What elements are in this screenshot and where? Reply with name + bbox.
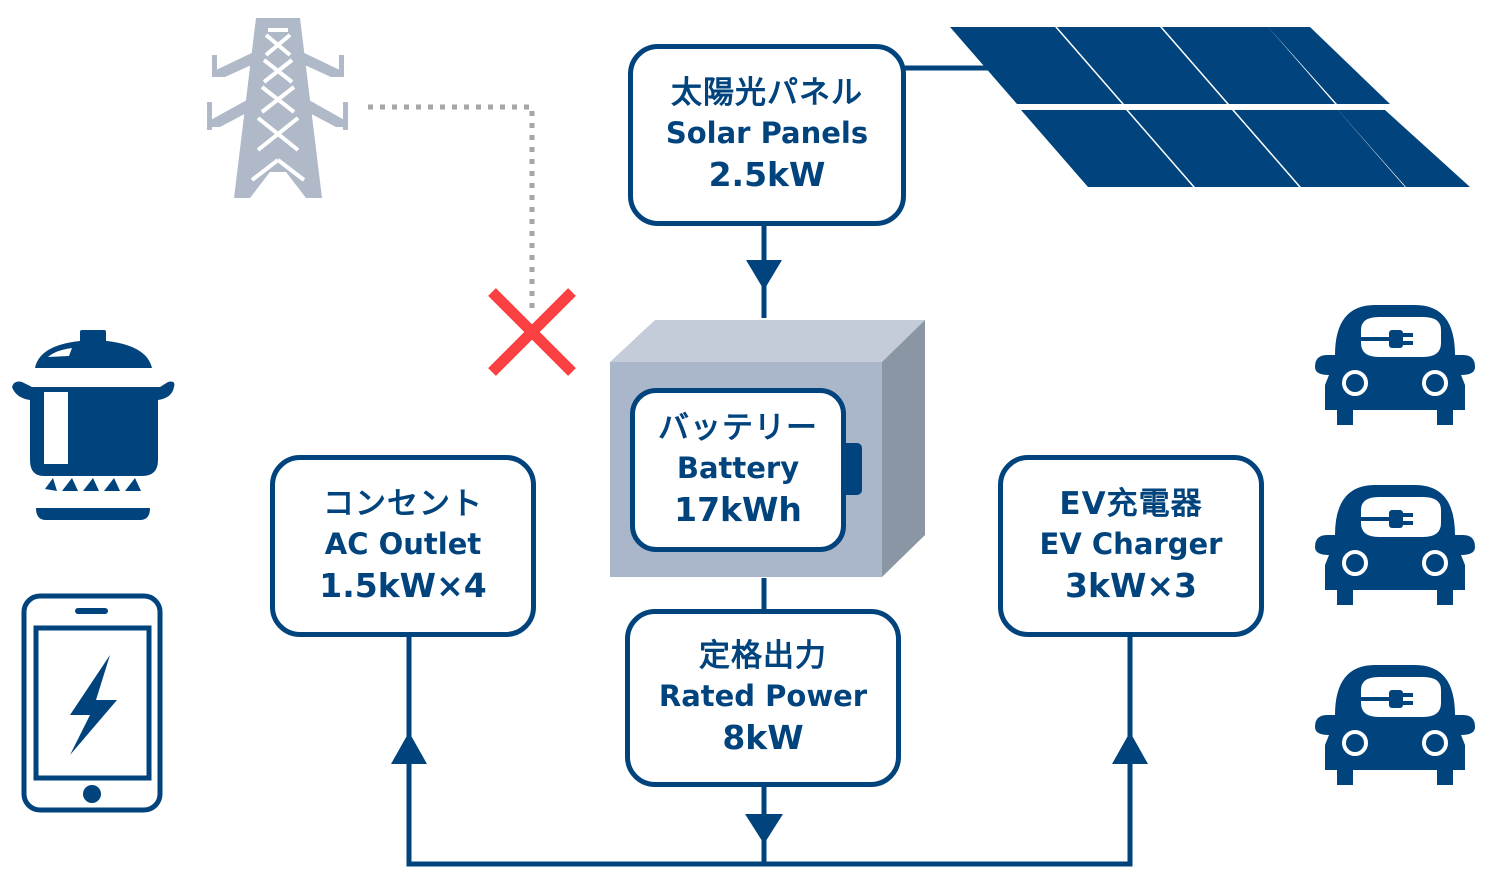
ac-outlet-value: 1.5kW×4: [319, 566, 487, 605]
solar-label-en: Solar Panels: [665, 116, 869, 150]
rated-power-value: 8kW: [722, 718, 804, 757]
ev-charger-value: 3kW×3: [1065, 566, 1197, 605]
rated-power-box: 定格出力 Rated Power 8kW: [625, 609, 901, 787]
smartphone-charging-icon: [21, 593, 163, 813]
ev-car-icon: [1313, 303, 1477, 427]
power-tower-icon: [207, 18, 348, 198]
ac-outlet-box: コンセント AC Outlet 1.5kW×4: [270, 455, 536, 637]
ev-charger-label-en: EV Charger: [1039, 527, 1223, 561]
solar-value: 2.5kW: [708, 155, 826, 194]
ev-car-icon: [1313, 483, 1477, 607]
solar-panel-icon: [950, 27, 1405, 187]
ac-outlet-label-ja: コンセント: [323, 486, 483, 522]
battery-box: バッテリー Battery 17kWh: [630, 388, 846, 552]
ac-outlet-label-en: AC Outlet: [324, 527, 482, 561]
battery-label-ja: バッテリー: [658, 410, 818, 446]
tower-lattice: [250, 28, 306, 182]
flow-arrows: [391, 260, 1148, 844]
rated-power-label-en: Rated Power: [658, 679, 868, 713]
arrow-up-ac-outlet: [391, 732, 427, 764]
arrow-down-output: [745, 814, 783, 844]
arrow-up-ev-charger: [1112, 732, 1148, 764]
solar-panels-box: 太陽光パネル Solar Panels 2.5kW: [628, 44, 906, 226]
grid-connection-line: [368, 104, 535, 312]
solar-label-ja: 太陽光パネル: [671, 75, 863, 111]
ev-charger-box: EV充電器 EV Charger 3kW×3: [998, 455, 1264, 637]
arrow-down-solar-to-battery: [746, 260, 782, 290]
disconnected-cross-icon: [488, 288, 576, 376]
battery-label-en: Battery: [676, 451, 800, 485]
ev-charger-label-ja: EV充電器: [1059, 486, 1203, 522]
battery-value: 17kWh: [674, 490, 802, 529]
ev-car-icon: [1313, 663, 1477, 787]
rated-power-label-ja: 定格出力: [699, 638, 827, 674]
